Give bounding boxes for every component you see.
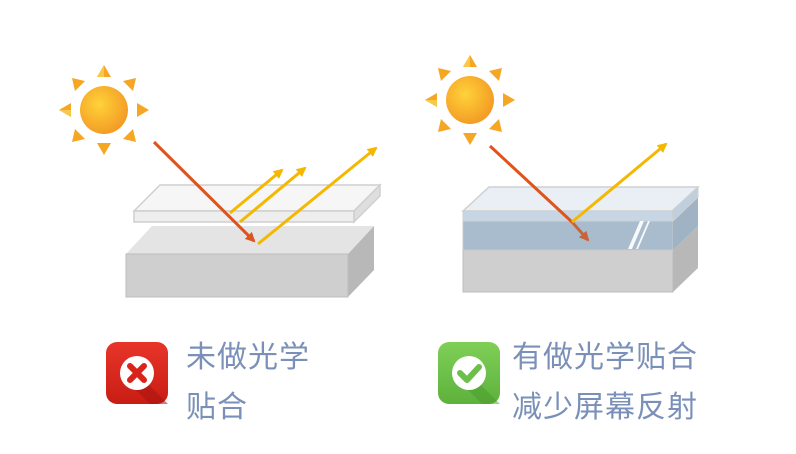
caption-right: 有做光学贴合 减少屏幕反射 [512, 333, 698, 433]
incident-ray-left [152, 140, 256, 243]
cover-glass-left [132, 183, 382, 224]
sun-icon-right [425, 55, 515, 145]
reflected-ray-right [571, 142, 668, 224]
caption-left: 未做光学 贴合 [186, 333, 310, 433]
incident-ray-right [488, 144, 574, 224]
reflected-ray-left-3 [257, 146, 378, 246]
bonded-display-right [461, 185, 700, 293]
caption-left-line1: 未做光学 [186, 340, 310, 375]
reflected-ray-left-2 [239, 166, 307, 224]
caption-right-line1: 有做光学贴合 [512, 340, 698, 375]
reflected-ray-left-1 [229, 168, 284, 215]
caption-right-line2: 减少屏幕反射 [512, 390, 698, 425]
check-icon [438, 342, 500, 404]
refracted-ray-right [570, 221, 590, 242]
caption-left-line2: 贴合 [186, 390, 248, 425]
sun-icon-left [59, 65, 149, 155]
x-icon [106, 342, 168, 404]
illustration [59, 55, 700, 298]
